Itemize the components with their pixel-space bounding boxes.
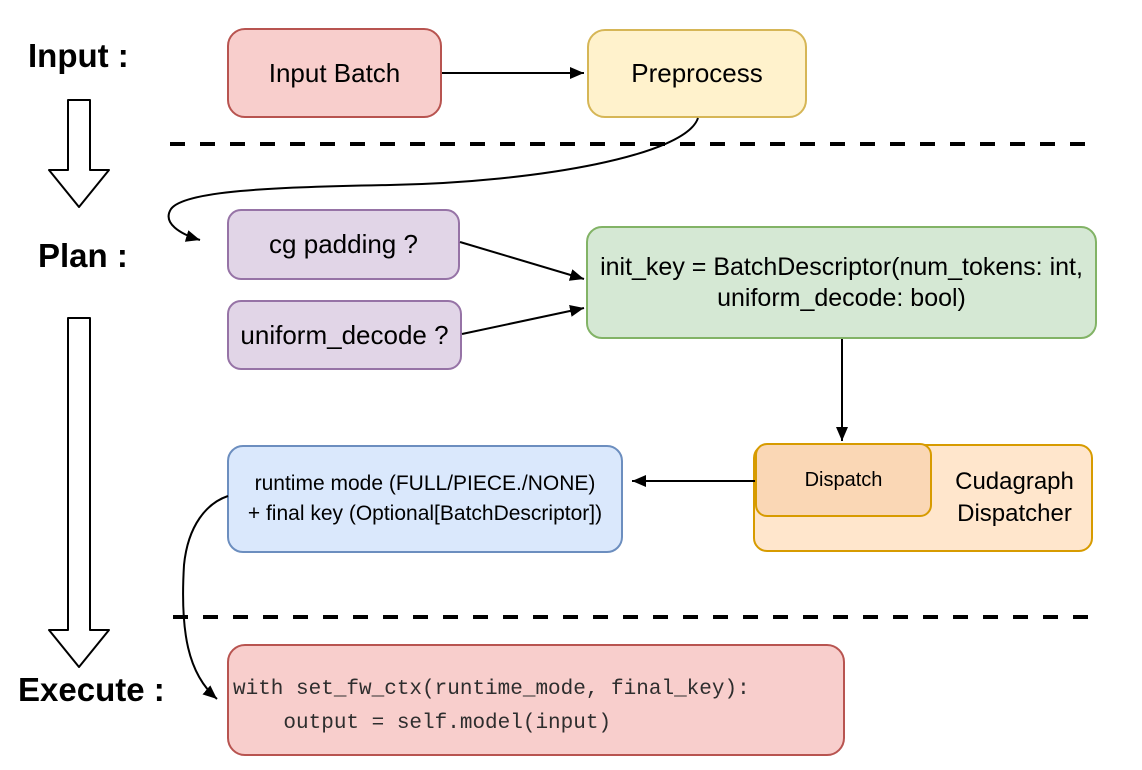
runtime-mode-node: runtime mode (FULL/PIECE./NONE) + final … (227, 445, 623, 553)
dispatch-label: Dispatch (804, 468, 883, 491)
cudagraph-dispatcher-label: Cudagraph Dispatcher (955, 468, 1074, 527)
edge-cg-padding-to-init-key (459, 241, 585, 281)
uniform-decode-label: uniform_decode ? (240, 319, 449, 350)
plan-to-execute-block-arrow (48, 317, 110, 668)
init-key-node: init_key = BatchDescriptor(num_tokens: i… (586, 226, 1097, 339)
input-to-plan-block-arrow (48, 99, 110, 208)
cg-padding-node: cg padding ? (227, 209, 460, 280)
plan-stage-label: Plan : (38, 237, 128, 274)
input-batch-label: Input Batch (268, 57, 401, 88)
execute-code-line2: output = self.model(input) (233, 712, 612, 735)
input-batch-node: Input Batch (227, 28, 442, 118)
uniform-decode-node: uniform_decode ? (227, 300, 462, 370)
init-key-line1: init_key = BatchDescriptor(num_tokens: i… (600, 252, 1083, 281)
edge-runtime-mode-to-execute-code (182, 495, 229, 700)
execute-stage-label: Execute : (18, 671, 165, 708)
edge-uniform-decode-to-init-key (461, 305, 585, 335)
preprocess-node: Preprocess (587, 29, 807, 118)
execute-code-node: with set_fw_ctx(runtime_mode, final_key)… (227, 644, 845, 756)
cg-padding-label: cg padding ? (269, 229, 418, 259)
runtime-mode-line1: runtime mode (FULL/PIECE./NONE) (254, 472, 596, 495)
init-key-line2: uniform_decode: bool) (717, 283, 966, 312)
preprocess-label: Preprocess (631, 58, 763, 88)
runtime-mode-line2: + final key (Optional[BatchDescriptor]) (247, 502, 603, 525)
input-stage-label: Input : (28, 37, 129, 74)
execute-code-line1: with set_fw_ctx(runtime_mode, final_key)… (233, 678, 750, 701)
dispatch-node: Dispatch (755, 443, 932, 517)
